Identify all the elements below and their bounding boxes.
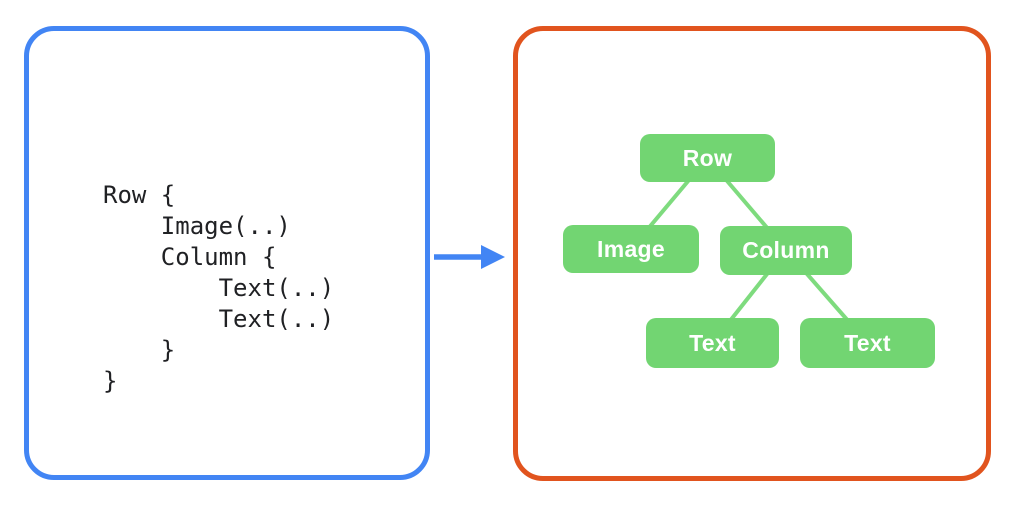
tree-node-image: Image: [563, 225, 699, 273]
code-block: Row { Image(..) Column { Text(..) Text(.…: [103, 180, 334, 397]
tree-node-column: Column: [720, 226, 852, 275]
code-line: }: [103, 367, 118, 395]
flow-arrow-icon: [434, 245, 505, 269]
code-line: Text(..): [103, 305, 335, 333]
code-line: Text(..): [103, 274, 335, 302]
tree-node-text-first: Text: [646, 318, 779, 368]
code-line: Image(..): [103, 212, 291, 240]
code-line: }: [103, 336, 176, 364]
code-line: Column {: [103, 243, 277, 271]
tree-node-row: Row: [640, 134, 775, 182]
code-line: Row {: [103, 181, 176, 209]
code-panel: Row { Image(..) Column { Text(..) Text(.…: [24, 26, 430, 480]
tree-panel: Row Image Column Text Text: [513, 26, 991, 481]
tree-diagram: Row Image Column Text Text: [518, 31, 986, 476]
tree-node-text-second: Text: [800, 318, 935, 368]
flow-arrow-head: [481, 245, 505, 269]
